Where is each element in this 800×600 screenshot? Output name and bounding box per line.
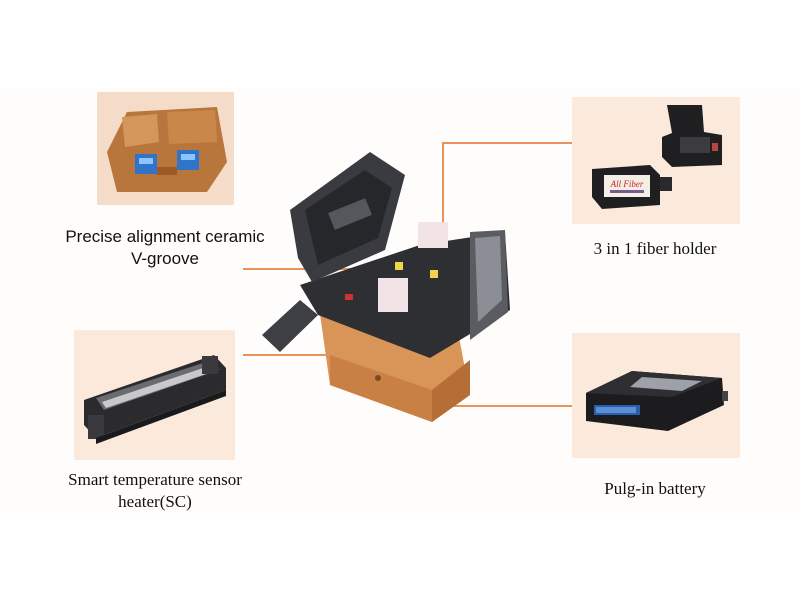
heater-photo-panel: [74, 330, 235, 460]
holder-image: All Fiber: [572, 97, 740, 224]
caption-holder-line1: 3 in 1 fiber holder: [593, 239, 717, 258]
vgroove-photo-panel: [97, 92, 234, 205]
caption-holder: 3 in 1 fiber holder: [560, 238, 750, 260]
caption-battery-line1: Pulg-in battery: [604, 479, 706, 498]
vgroove-image: [97, 92, 234, 205]
caption-vgroove-line1: Precise alignment ceramic: [65, 227, 265, 246]
caption-heater-line2: heater(SC): [118, 492, 192, 511]
caption-heater-line1: Smart temperature sensor: [68, 470, 242, 489]
heater-image: [74, 330, 235, 460]
holder-photo-panel: All Fiber: [572, 97, 740, 224]
caption-vgroove-line2: V-groove: [130, 249, 200, 268]
battery-image: [572, 333, 740, 458]
caption-heater: Smart temperature sensor heater(SC): [40, 469, 270, 513]
caption-vgroove: Precise alignment ceramic V-groove: [50, 226, 280, 270]
holder-tag-text: All Fiber: [610, 179, 644, 189]
leader-holder: [442, 142, 572, 228]
caption-battery: Pulg-in battery: [570, 478, 740, 500]
battery-photo-panel: [572, 333, 740, 458]
